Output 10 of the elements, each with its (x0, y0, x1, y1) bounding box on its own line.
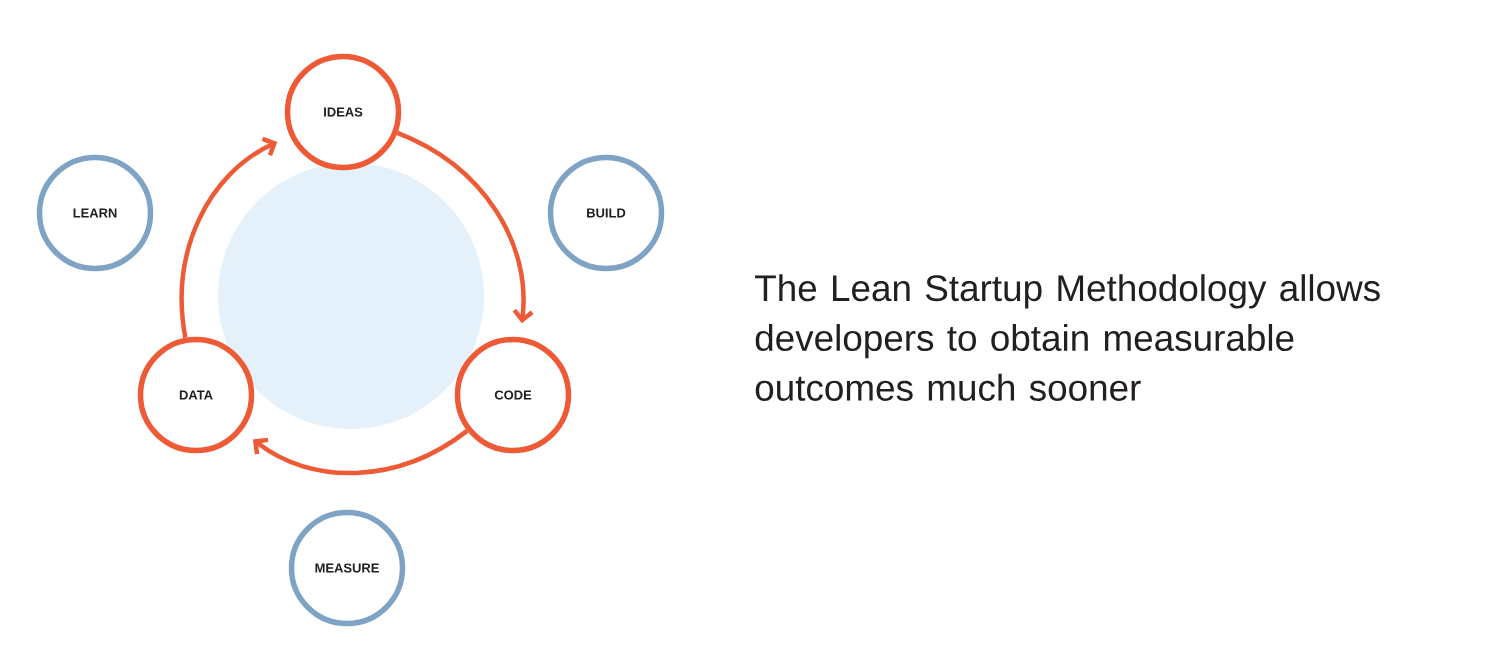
circle-node: LEARN (36, 154, 154, 272)
arrow (396, 130, 534, 324)
statement-text: The Lean Startup Methodology allows developers to obtain measurable outcomes much sooner (755, 274, 1380, 401)
circle-node: BUILD (547, 154, 665, 272)
arrow (179, 136, 278, 339)
circle-node: IDEAS (284, 53, 402, 171)
circle-node: CODE (454, 336, 572, 454)
circle-node: MEASURE (288, 509, 406, 627)
arrow (252, 429, 469, 476)
circle-node: DATA (137, 336, 255, 454)
